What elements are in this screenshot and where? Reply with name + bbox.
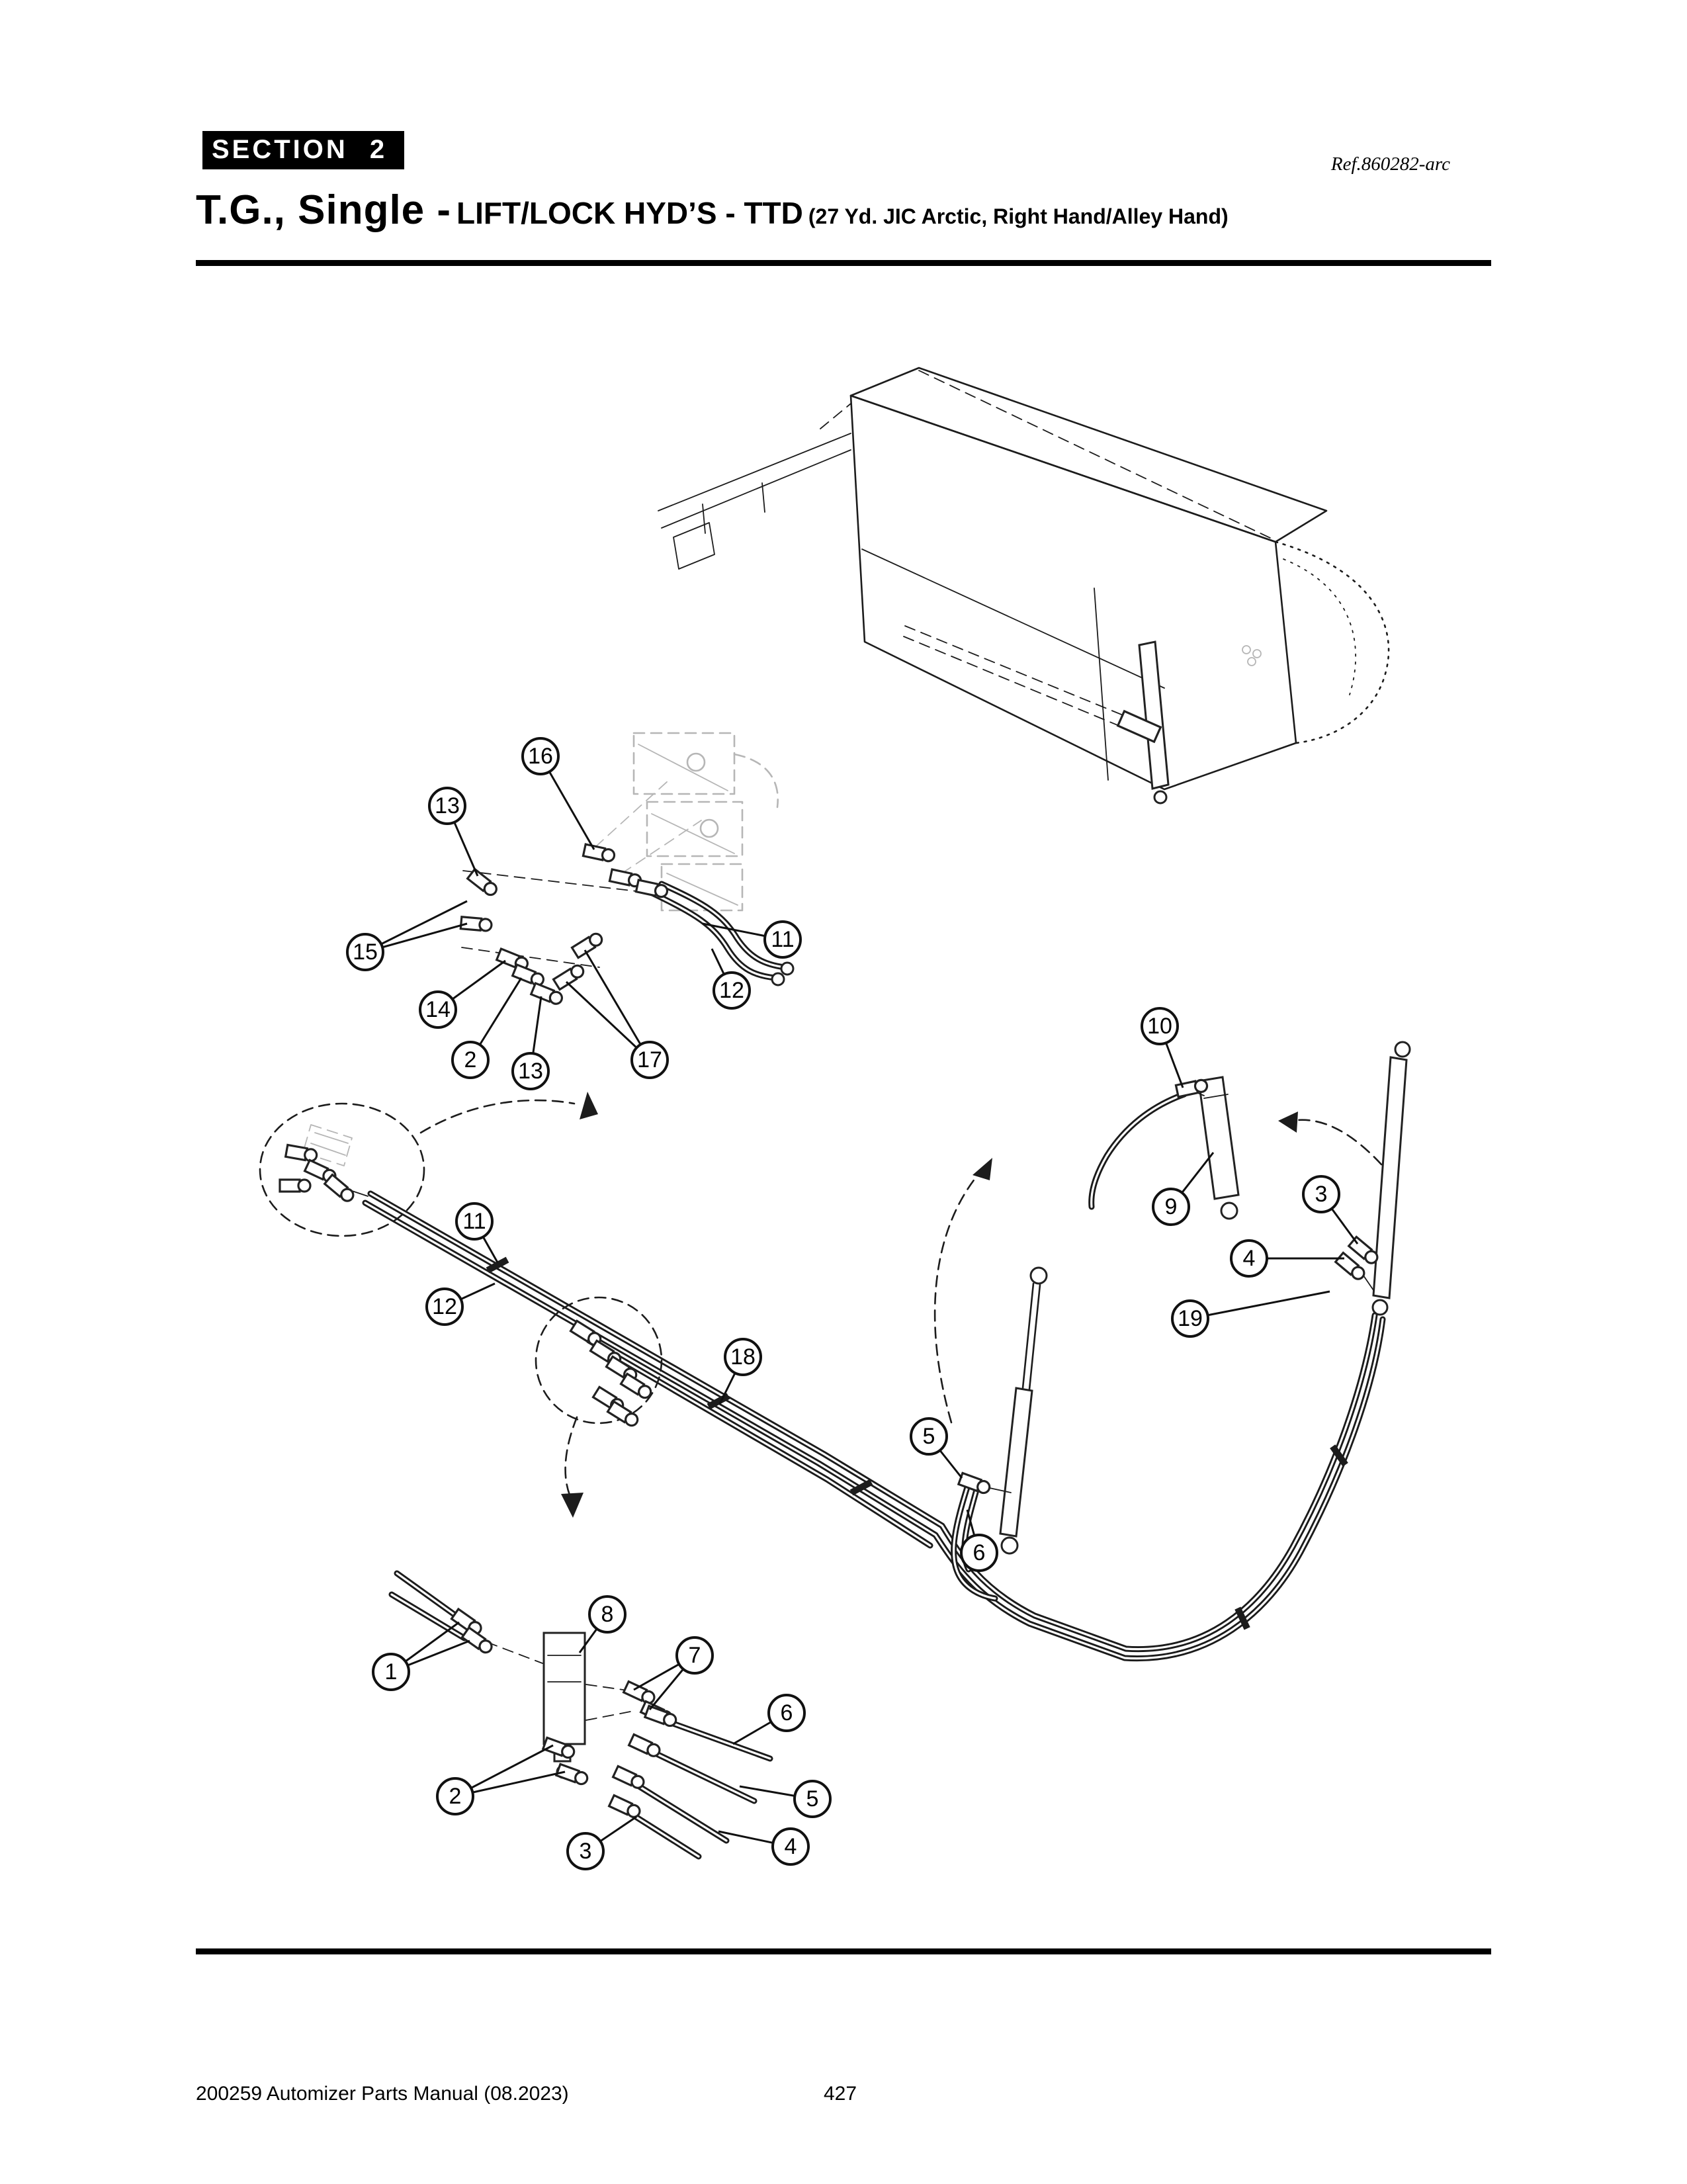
callout-17: 17 [630,1041,669,1079]
callout-3: 3 [1302,1175,1340,1213]
callout-11: 11 [763,920,802,959]
callout-3: 3 [566,1832,605,1870]
page-title: T.G., Single -LIFT/LOCK HYD’S - TTD(27 Y… [196,187,1519,234]
callout-2: 2 [436,1777,474,1815]
page-number: 427 [824,2083,857,2105]
callout-14: 14 [419,990,457,1029]
lock-cylinder-installed [1116,709,1162,744]
detail-regions [259,1102,663,1424]
header-rule [196,260,1491,266]
lift-cylinder-right [1353,1041,1411,1316]
callout-7: 7 [675,1636,714,1675]
section-badge: SECTION 2 [202,131,405,169]
reference-number: Ref.860282-arc [1330,153,1450,175]
callout-16: 16 [521,737,560,775]
callout-4: 4 [1230,1239,1268,1278]
callout-8: 8 [588,1595,627,1634]
lock-cylinder [1194,1076,1240,1220]
section-label: SECTION 2 [212,135,388,164]
callout-10: 10 [1141,1007,1179,1045]
title-detail: (27 Yd. JIC Arctic, Right Hand/Alley Han… [808,204,1229,228]
callout-1: 1 [372,1653,410,1691]
callout-18: 18 [724,1338,762,1376]
callout-11: 11 [455,1202,494,1241]
callout-2: 2 [451,1041,490,1079]
title-sub: LIFT/LOCK HYD’S - TTD [456,196,803,230]
callout-5: 5 [910,1417,948,1456]
upper-fitting-cluster [461,870,665,968]
truck-body-sketch [658,367,1390,805]
hoses [362,881,1386,1860]
title-main: T.G., Single - [196,187,452,233]
callout-12: 12 [425,1288,464,1326]
callout-12: 12 [713,971,751,1010]
lift-cylinder-left [980,1266,1048,1555]
callout-6: 6 [960,1534,998,1572]
footer-rule [196,1948,1491,1954]
callout-13: 13 [511,1052,550,1090]
callout-15: 15 [346,933,384,971]
callout-6: 6 [767,1694,806,1732]
callout-4: 4 [771,1827,810,1866]
callout-13: 13 [428,787,466,825]
callout-5: 5 [793,1780,832,1818]
fittings [279,843,1379,1818]
callout-19: 19 [1171,1299,1209,1338]
flow-arrows [419,1092,1383,1518]
callout-9: 9 [1152,1188,1190,1226]
manual-footer-text: 200259 Automizer Parts Manual (08.2023) [196,2083,569,2105]
